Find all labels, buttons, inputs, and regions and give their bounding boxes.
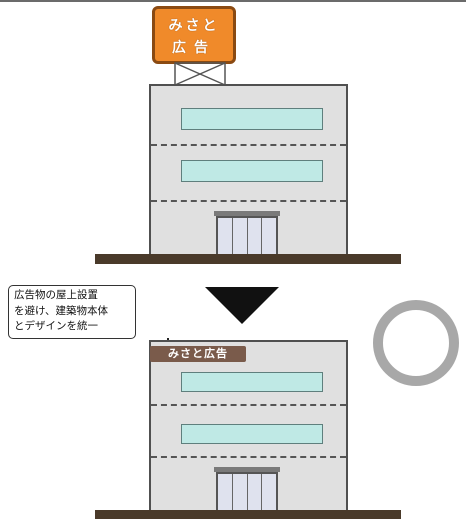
callout-box: 広告物の屋上設置 を避け、建築物本体 とデザインを統一 [8, 285, 136, 339]
floor-divider [151, 456, 346, 458]
callout-line-2: を避け、建築物本体 [14, 304, 108, 317]
wall-sign: みさと広告 [150, 346, 246, 362]
rooftop-sign-frame [174, 62, 226, 86]
door-lintel [214, 467, 280, 472]
rooftop-sign-line-2: 広告 [172, 40, 216, 56]
callout-line-1: 広告物の屋上設置 [14, 289, 98, 301]
window [181, 108, 323, 130]
door-lintel [214, 211, 280, 216]
window [181, 424, 323, 444]
entrance-door [216, 472, 278, 512]
building-before [149, 84, 348, 256]
ground-after [95, 510, 401, 519]
rooftop-sign: みさと 広告 [152, 6, 236, 64]
floor-divider [151, 200, 346, 202]
ground-before [95, 254, 401, 264]
top-rule [0, 0, 466, 2]
rooftop-sign-line-1: みさと [168, 18, 220, 34]
floor-divider [151, 404, 346, 406]
floor-divider [151, 144, 346, 146]
callout-line-3: とデザインを統一 [14, 320, 98, 332]
window [181, 372, 323, 392]
window [181, 160, 323, 182]
down-arrow-icon [205, 287, 279, 324]
building-after [149, 340, 348, 512]
entrance-door [216, 216, 278, 256]
circle-ok-icon [373, 300, 459, 386]
